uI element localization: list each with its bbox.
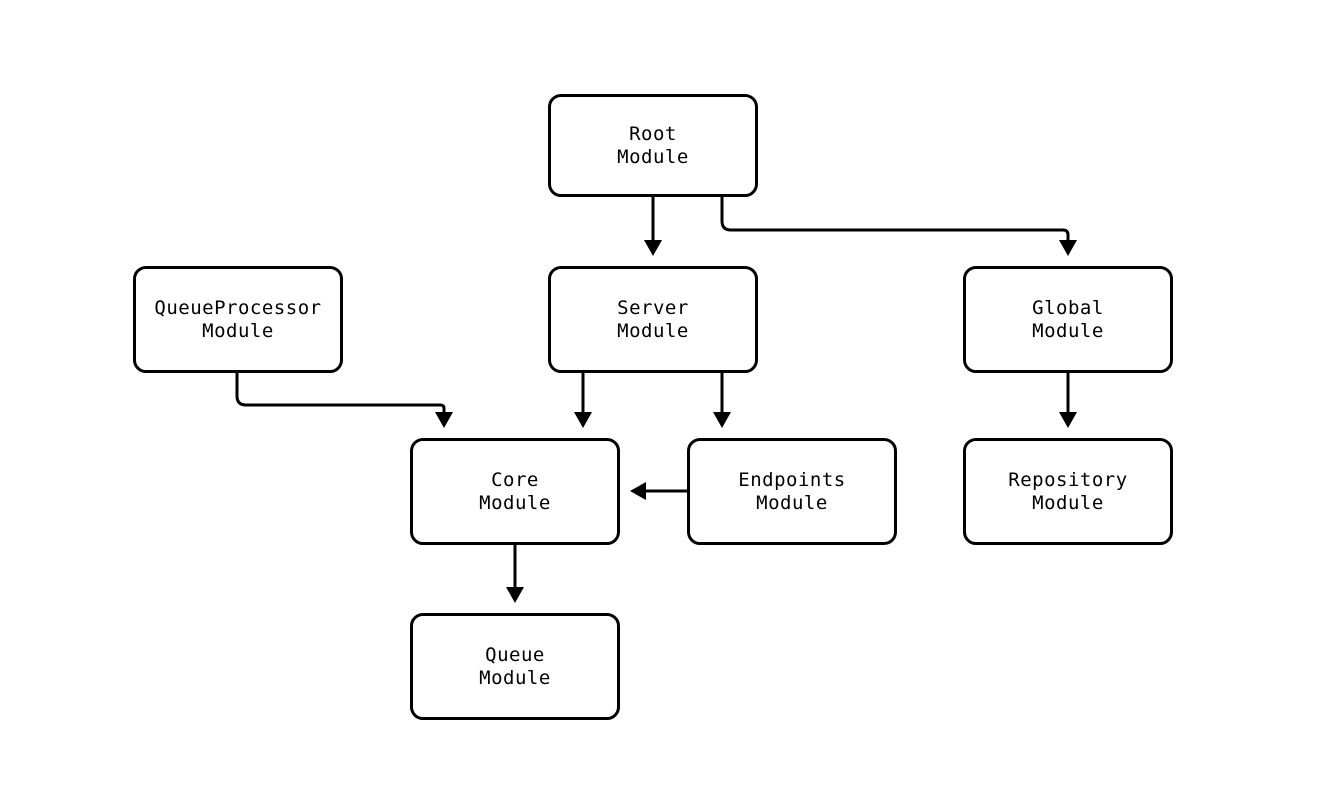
node-repository-label-line1: Repository [1008, 468, 1128, 491]
node-queueprocessor-label-line2: Module [202, 319, 274, 342]
node-queueprocessor[interactable]: QueueProcessor Module [133, 266, 343, 373]
node-core-label-line2: Module [479, 491, 551, 514]
edge-queueprocessor-to-core [235, 373, 446, 412]
node-queue-label-line2: Module [479, 666, 551, 689]
node-server[interactable]: Server Module [548, 266, 758, 373]
node-core-label-line1: Core [491, 468, 539, 491]
node-repository[interactable]: Repository Module [963, 438, 1173, 545]
node-core[interactable]: Core Module [410, 438, 620, 545]
arrowhead-endpoints-to-core [630, 482, 646, 500]
edge-root-to-global [720, 197, 1070, 240]
arrowhead-server-to-endpoints [713, 412, 731, 428]
arrowhead-root-to-global [1059, 240, 1077, 256]
node-global-label-line1: Global [1032, 296, 1104, 319]
arrowhead-server-to-core [574, 412, 592, 428]
arrowhead-core-to-queue [506, 587, 524, 603]
arrowhead-queueprocessor-to-core [435, 412, 453, 428]
arrowhead-root-to-server [644, 240, 662, 256]
node-endpoints-label-line2: Module [756, 491, 828, 514]
node-endpoints[interactable]: Endpoints Module [687, 438, 897, 545]
node-endpoints-label-line1: Endpoints [738, 468, 846, 491]
node-server-label-line1: Server [617, 296, 689, 319]
node-root-label-line2: Module [617, 145, 689, 168]
node-global-label-line2: Module [1032, 319, 1104, 342]
node-root[interactable]: Root Module [548, 94, 758, 197]
arrowhead-global-to-repository [1059, 412, 1077, 428]
node-global[interactable]: Global Module [963, 266, 1173, 373]
node-root-label-line1: Root [629, 122, 677, 145]
node-server-label-line2: Module [617, 319, 689, 342]
node-queue-label-line1: Queue [485, 643, 545, 666]
node-queue[interactable]: Queue Module [410, 613, 620, 720]
node-repository-label-line2: Module [1032, 491, 1104, 514]
node-queueprocessor-label-line1: QueueProcessor [154, 296, 322, 319]
